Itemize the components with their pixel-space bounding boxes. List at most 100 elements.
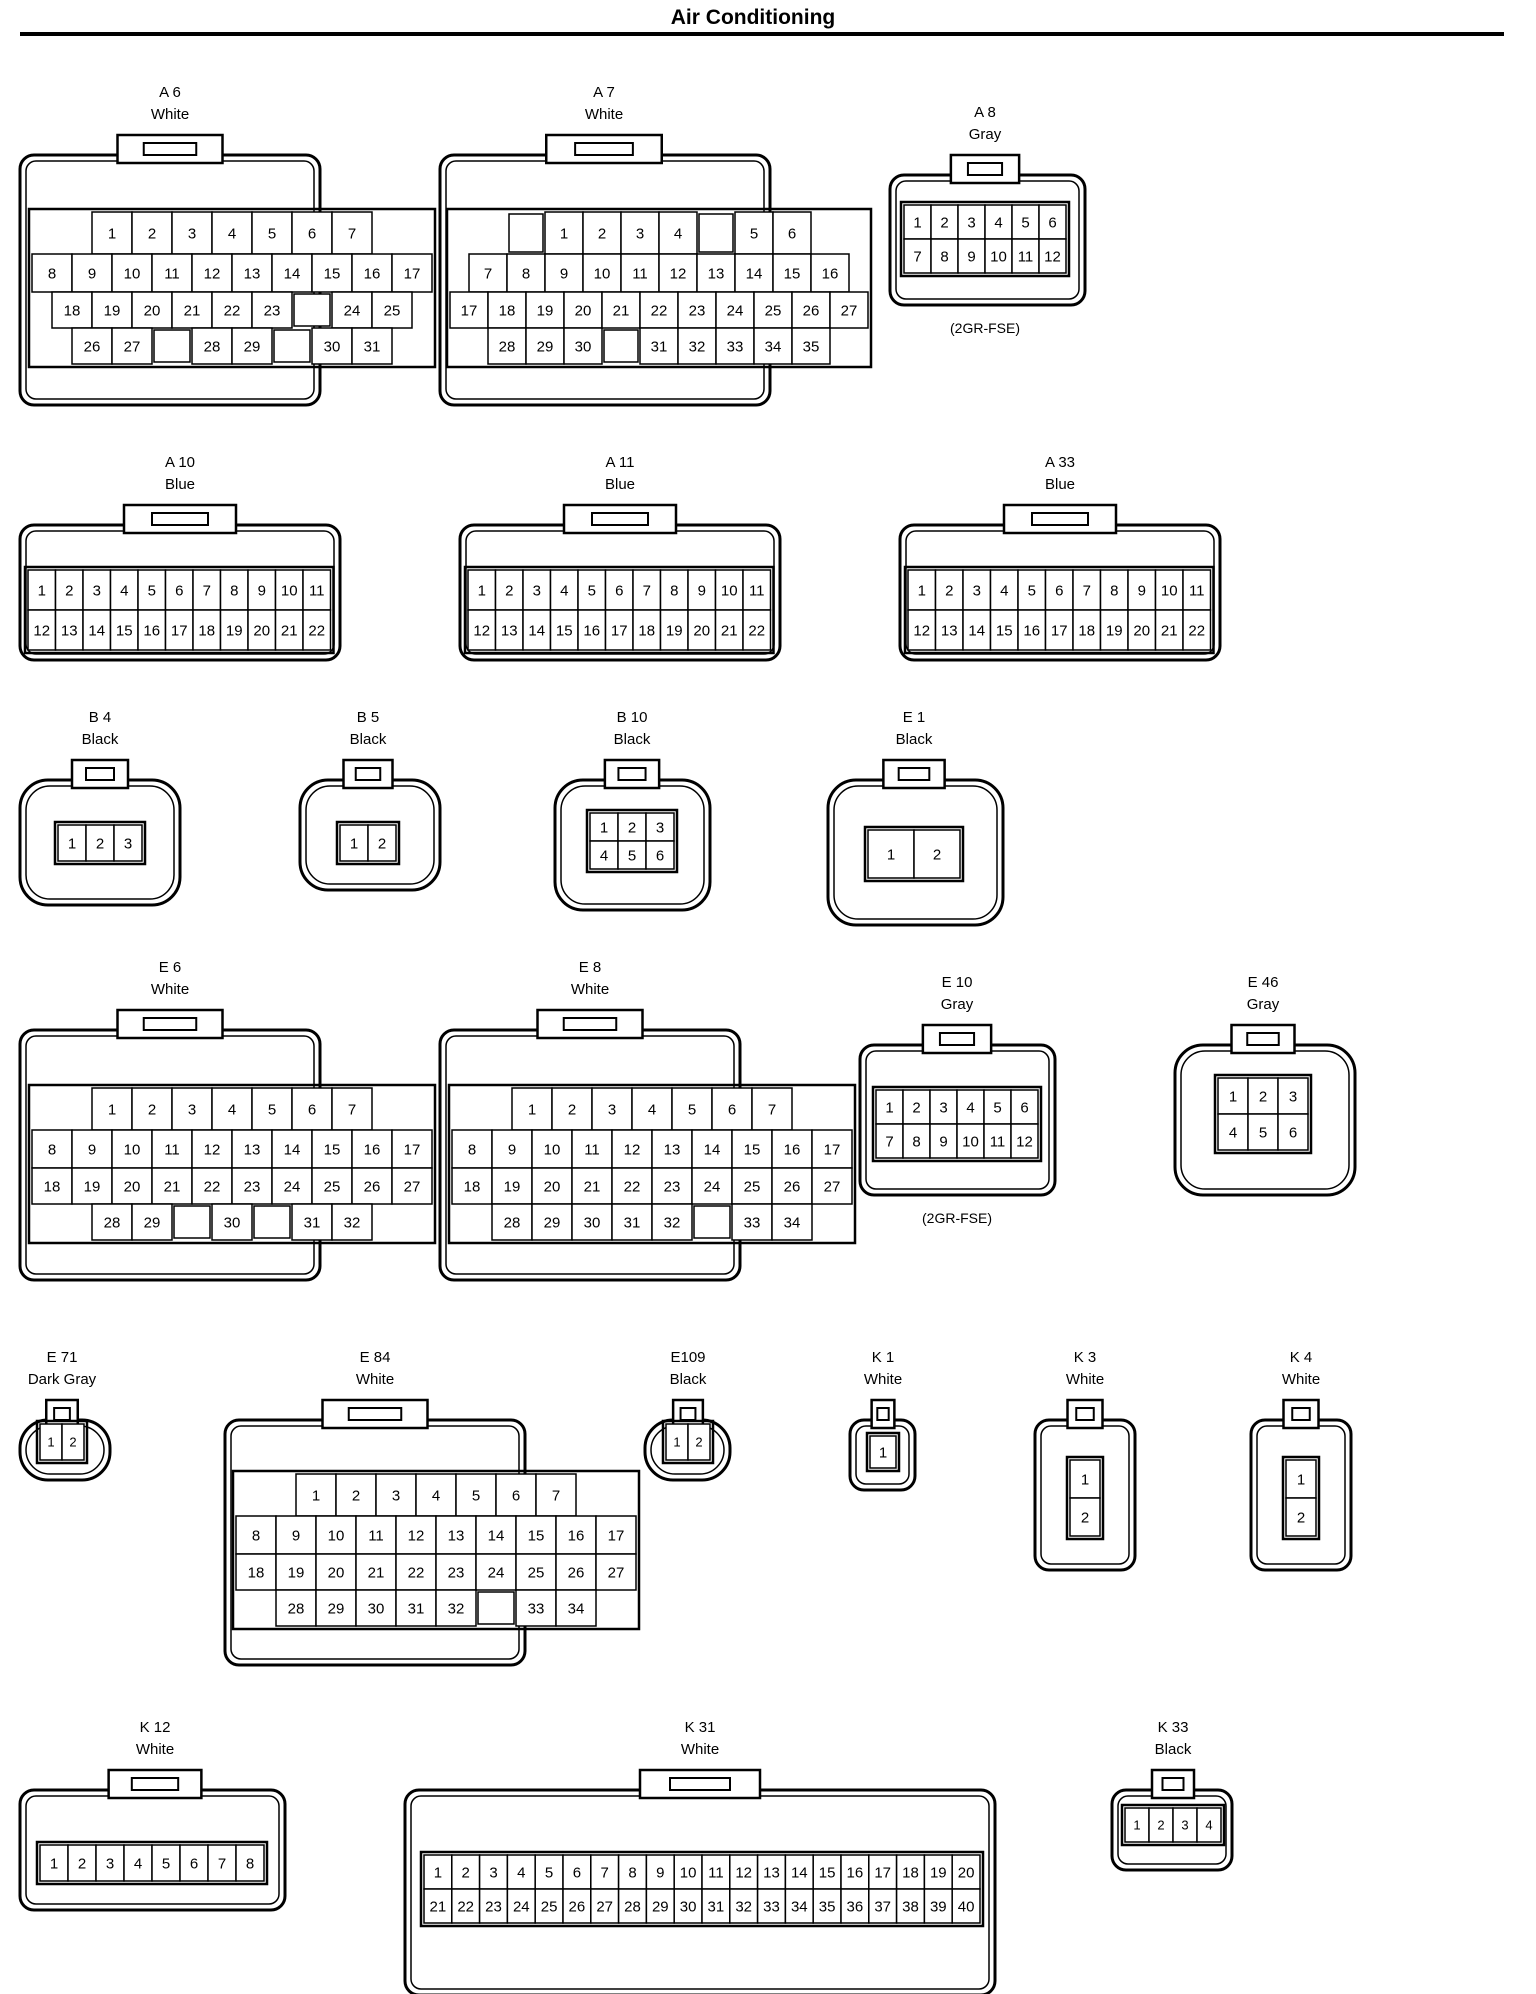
pin-cell — [371, 291, 413, 329]
connector-code-label: K 1 — [872, 1349, 895, 1366]
pin-number: 32 — [664, 1214, 681, 1231]
pin-number: 4 — [134, 1855, 142, 1872]
latch-slot — [142, 142, 198, 156]
pin-number: 30 — [584, 1214, 601, 1231]
pin-number: 24 — [344, 302, 361, 319]
pin-cell — [395, 1515, 437, 1555]
pin-number: 2 — [945, 582, 953, 599]
pin-number: 6 — [573, 1864, 581, 1881]
pin-grid-frame — [335, 820, 401, 866]
pin-number: 21 — [1161, 622, 1178, 639]
pin-number: 8 — [1110, 582, 1118, 599]
pin-number: 12 — [204, 1141, 221, 1158]
pin-number: 3 — [939, 1099, 947, 1116]
pin-cell — [351, 1129, 393, 1169]
connector-code-label: E 8 — [579, 959, 602, 976]
pin-cell — [85, 824, 115, 862]
pin-number: 14 — [528, 622, 545, 639]
pin-cell — [753, 327, 793, 365]
pin-cell — [673, 1888, 703, 1924]
pin-number: 5 — [162, 1855, 170, 1872]
pin-number: 25 — [765, 302, 782, 319]
pin-number: 27 — [824, 1178, 841, 1195]
latch-tab — [1066, 1398, 1104, 1430]
pin-number: 21 — [281, 622, 298, 639]
pin-number: 3 — [93, 582, 101, 599]
pin-number: 9 — [292, 1527, 300, 1544]
pin-cell — [563, 291, 603, 329]
pin-cell — [61, 1423, 85, 1461]
pin-number: 33 — [727, 338, 744, 355]
pin-number: 21 — [368, 1564, 385, 1581]
pin-cell — [31, 1167, 73, 1205]
pin-number: 5 — [750, 225, 758, 242]
pin-number: 6 — [615, 582, 623, 599]
pin-number: 13 — [763, 1864, 780, 1881]
pin-number: 27 — [608, 1564, 625, 1581]
pin-cell — [1038, 238, 1067, 274]
pin-number: 8 — [670, 582, 678, 599]
pin-cell — [1182, 609, 1212, 651]
pin-cell — [506, 1854, 536, 1890]
pin-number: 24 — [704, 1178, 721, 1195]
pin-number: 4 — [994, 214, 1002, 231]
connector-code-label: E 84 — [360, 1349, 391, 1366]
pin-cell — [930, 238, 959, 274]
pin-number: 7 — [218, 1855, 226, 1872]
pin-number: 12 — [33, 622, 50, 639]
latch-tab — [562, 503, 678, 535]
pin-number: 20 — [328, 1564, 345, 1581]
pin-cell — [351, 253, 393, 293]
pin-cell — [812, 1888, 842, 1924]
connector-color-label: White — [1282, 1371, 1320, 1388]
pin-number: 40 — [958, 1898, 975, 1915]
pin-grid-frame — [871, 1085, 1043, 1163]
pin-cell — [957, 238, 986, 274]
pin-number: 18 — [44, 1178, 61, 1195]
pin-cell — [771, 1129, 813, 1169]
pin-number: 2 — [912, 1099, 920, 1116]
pin-number: 9 — [967, 248, 975, 265]
pin-cell — [711, 1087, 753, 1131]
pin-cell — [164, 609, 194, 651]
pin-number: 15 — [744, 1141, 761, 1158]
pin-cell — [1148, 1807, 1174, 1843]
pin-number: 10 — [544, 1141, 561, 1158]
pin-cell — [71, 253, 113, 293]
pin-cell — [113, 824, 143, 862]
latch-tab — [545, 133, 663, 165]
pin-cell — [555, 1515, 597, 1555]
pin-cell — [869, 1435, 897, 1469]
pin-number: 20 — [958, 1864, 975, 1881]
page-title: Air Conditioning — [670, 6, 836, 29]
pin-number: 17 — [1051, 622, 1068, 639]
pin-number: 11 — [368, 1527, 384, 1544]
pin-number: 14 — [704, 1141, 721, 1158]
blank-cavity — [273, 329, 311, 363]
pin-cell — [111, 1129, 153, 1169]
blank-cavity — [603, 329, 639, 363]
pin-number: 8 — [940, 248, 948, 265]
pin-cell — [620, 253, 660, 293]
connector-note: (2GR-FSE) — [922, 1210, 992, 1226]
latch-tab — [321, 1398, 429, 1430]
pin-cell — [734, 253, 774, 293]
latch-slot — [1291, 1407, 1311, 1421]
pin-cell — [331, 1087, 373, 1131]
latch-tab — [1150, 1768, 1196, 1800]
latch-tab — [1282, 1398, 1320, 1430]
pin-number: 28 — [624, 1898, 641, 1915]
pin-number: 30 — [324, 338, 341, 355]
latch-tab — [870, 1398, 896, 1430]
pin-number: 15 — [819, 1864, 836, 1881]
pin-cell — [729, 1854, 759, 1890]
pin-cell — [772, 253, 812, 293]
pin-cell — [435, 1515, 477, 1555]
connector-code-label: K 31 — [685, 1719, 716, 1736]
pin-cell — [895, 1854, 926, 1890]
pin-number: 30 — [224, 1214, 241, 1231]
pin-number: 5 — [545, 1864, 553, 1881]
pin-number: 17 — [611, 622, 628, 639]
pin-cell — [91, 211, 133, 255]
